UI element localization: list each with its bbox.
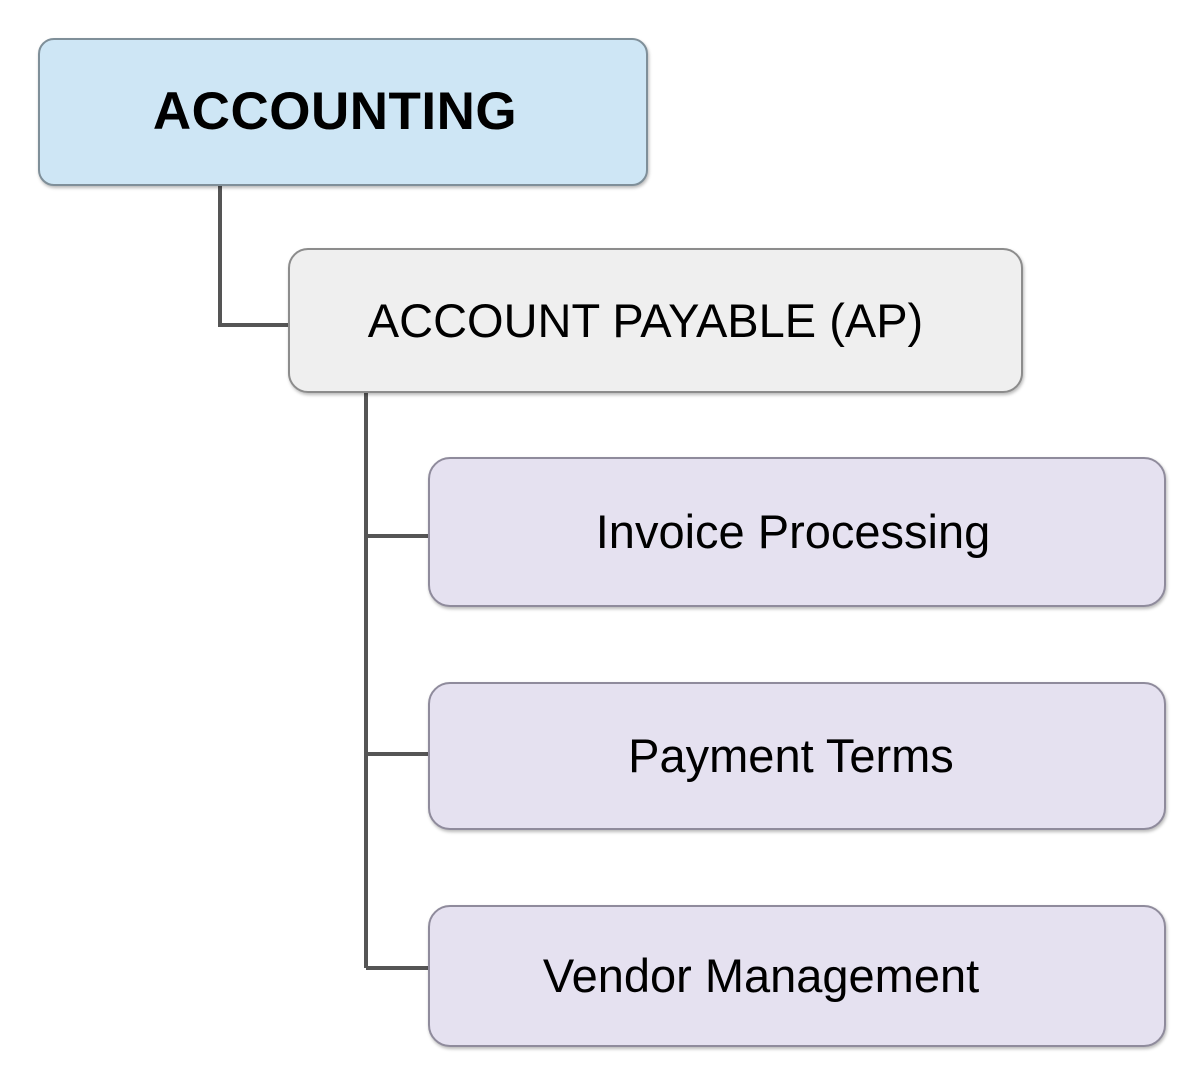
node-account-payable[interactable]: ACCOUNT PAYABLE (AP) bbox=[288, 248, 1023, 393]
node-vendor-management[interactable]: Vendor Management bbox=[428, 905, 1166, 1047]
node-payment-terms-label: Payment Terms bbox=[628, 729, 954, 783]
node-accounting-label: ACCOUNTING bbox=[152, 82, 518, 142]
node-account-payable-label: ACCOUNT PAYABLE (AP) bbox=[367, 293, 924, 347]
node-vendor-management-label: Vendor Management bbox=[542, 949, 980, 1003]
node-accounting[interactable]: ACCOUNTING bbox=[38, 38, 648, 186]
node-payment-terms[interactable]: Payment Terms bbox=[428, 682, 1166, 830]
node-invoice-processing[interactable]: Invoice Processing bbox=[428, 457, 1166, 607]
node-invoice-processing-label: Invoice Processing bbox=[595, 505, 991, 559]
connector-root-to-ap bbox=[218, 186, 290, 327]
